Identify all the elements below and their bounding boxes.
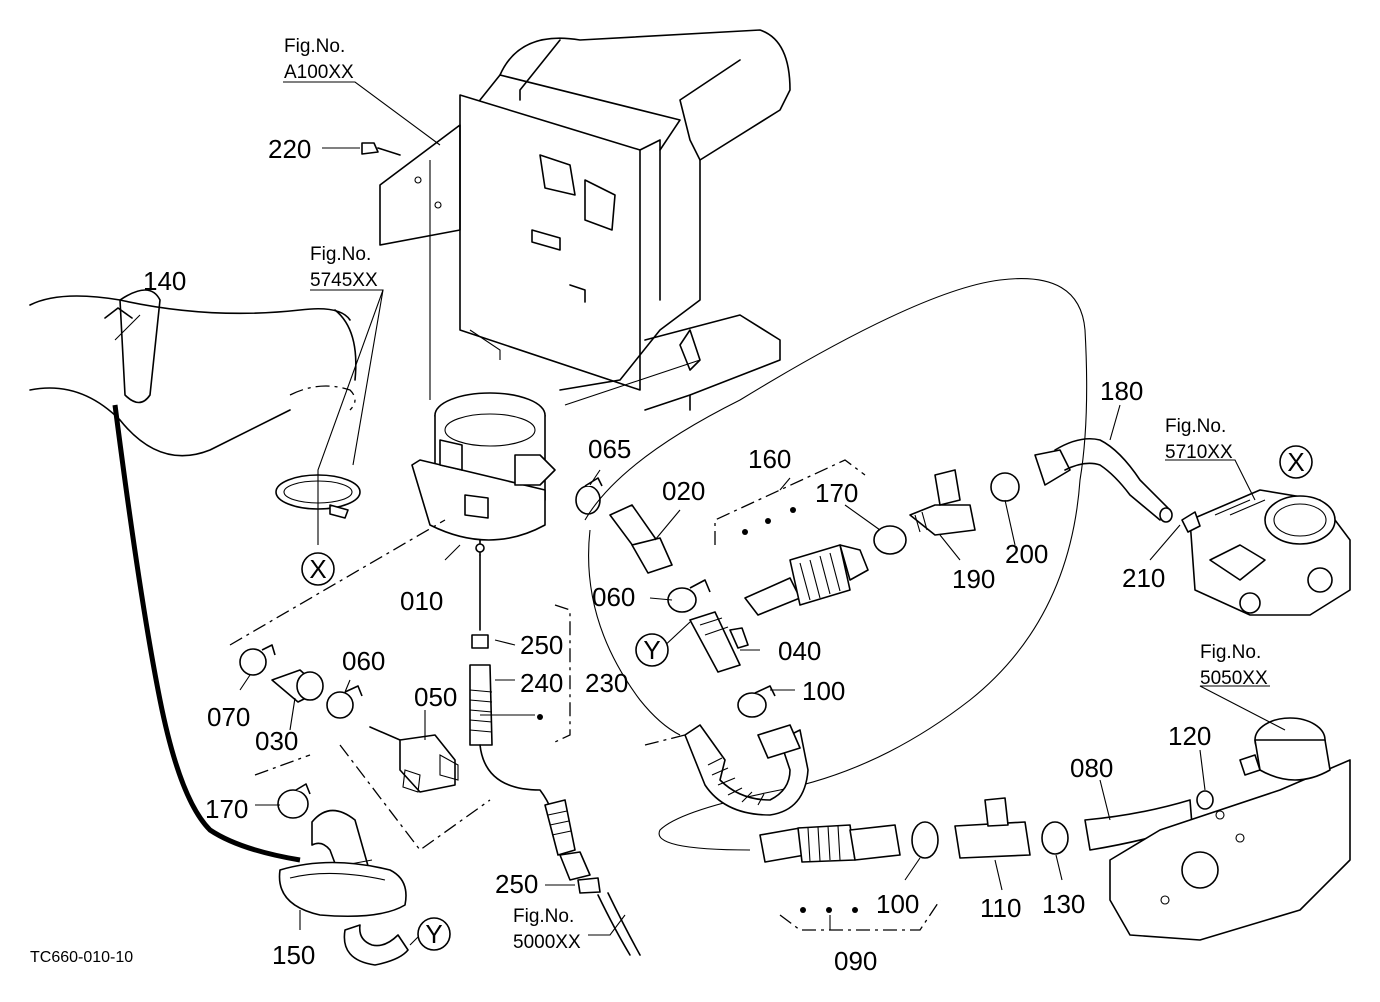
figref-5000-line1: Fig.No.	[513, 906, 574, 927]
leader-lines	[114, 81, 1286, 946]
marker-y-bottom-circle	[417, 917, 451, 951]
callout-100-center: 100	[802, 676, 845, 706]
marker-x-right: X	[1287, 447, 1304, 477]
callout-050: 050	[414, 682, 457, 712]
callout-200: 200	[1005, 539, 1048, 569]
callout-060-left: 060	[342, 646, 385, 676]
marker-x-right-circle	[1279, 445, 1313, 479]
callout-130: 130	[1042, 889, 1085, 919]
callout-110: 110	[980, 893, 1021, 923]
hose-150	[277, 783, 409, 966]
intake-duct-140	[29, 289, 357, 457]
marker-y-bottom: Y	[425, 919, 442, 949]
throttle-body	[1181, 489, 1351, 616]
hose-group-160	[744, 469, 1020, 616]
group-dots	[537, 507, 858, 913]
routing-loop-lower	[588, 529, 681, 736]
figref-5710-line1: Fig.No.	[1165, 416, 1226, 437]
callout-020: 020	[662, 476, 705, 506]
callout-060-center: 060	[592, 582, 635, 612]
routing-loop	[584, 278, 1088, 791]
figref-5745-line1: Fig.No.	[310, 244, 371, 265]
callout-065: 065	[588, 434, 631, 464]
left-hose-assembly	[239, 644, 459, 793]
hose-240	[469, 554, 641, 956]
valve-040	[667, 579, 749, 673]
hose-180	[1034, 437, 1173, 523]
u-hose	[684, 724, 809, 816]
callout-180: 180	[1100, 376, 1143, 406]
marker-x-left: X	[309, 554, 326, 584]
callout-250-top: 250	[520, 630, 563, 660]
figref-5710-line2: 5710XX	[1165, 442, 1233, 463]
figref-5000-line2: 5000XX	[513, 932, 581, 953]
figref-5745-line2: 5745XX	[310, 270, 378, 291]
drawing-code: TC660-010-10	[30, 949, 133, 966]
bolt-220	[361, 142, 401, 156]
callout-labels: 220 140 065 020 160 170 180 190 200 210 …	[143, 134, 1211, 976]
callout-220: 220	[268, 134, 311, 164]
callout-120: 120	[1168, 721, 1211, 751]
callout-080: 080	[1070, 753, 1113, 783]
group-brackets	[229, 459, 941, 931]
callout-170-left: 170	[205, 794, 248, 824]
callout-140: 140	[143, 266, 186, 296]
figref-5050-line2: 5050XX	[1200, 668, 1268, 689]
engine-base	[1109, 717, 1351, 941]
callout-210: 210	[1122, 563, 1165, 593]
figref-5050-line1: Fig.No.	[1200, 642, 1261, 663]
breather-tube	[112, 404, 301, 863]
callout-250-bottom: 250	[495, 869, 538, 899]
callout-090: 090	[834, 946, 877, 976]
callout-010: 010	[400, 586, 443, 616]
figref-a100-line2: A100XX	[284, 62, 354, 83]
separator-010	[411, 392, 556, 556]
callout-150: 150	[272, 940, 315, 970]
clamp-100a	[737, 685, 776, 718]
callout-240: 240	[520, 668, 563, 698]
marker-y-center-circle	[635, 633, 669, 667]
callout-040: 040	[778, 636, 821, 666]
callout-230: 230	[585, 668, 628, 698]
marker-x-left-circle	[301, 552, 335, 586]
connection-markers: X X Y Y	[301, 445, 1313, 951]
callout-030: 030	[255, 726, 298, 756]
callout-070: 070	[207, 702, 250, 732]
callout-190: 190	[952, 564, 995, 594]
figref-a100-line1: Fig.No.	[284, 36, 345, 57]
callout-100-bottom: 100	[876, 889, 919, 919]
callout-160: 160	[748, 444, 791, 474]
hose-group-090	[759, 797, 1193, 863]
marker-y-center: Y	[643, 635, 660, 665]
engine-block-drawing	[379, 29, 791, 411]
callout-170-top: 170	[815, 478, 858, 508]
elbow-020	[609, 504, 673, 574]
clamp-065	[575, 477, 603, 515]
figure-references: Fig.No. A100XX Fig.No. 5745XX Fig.No. 57…	[284, 36, 1268, 953]
